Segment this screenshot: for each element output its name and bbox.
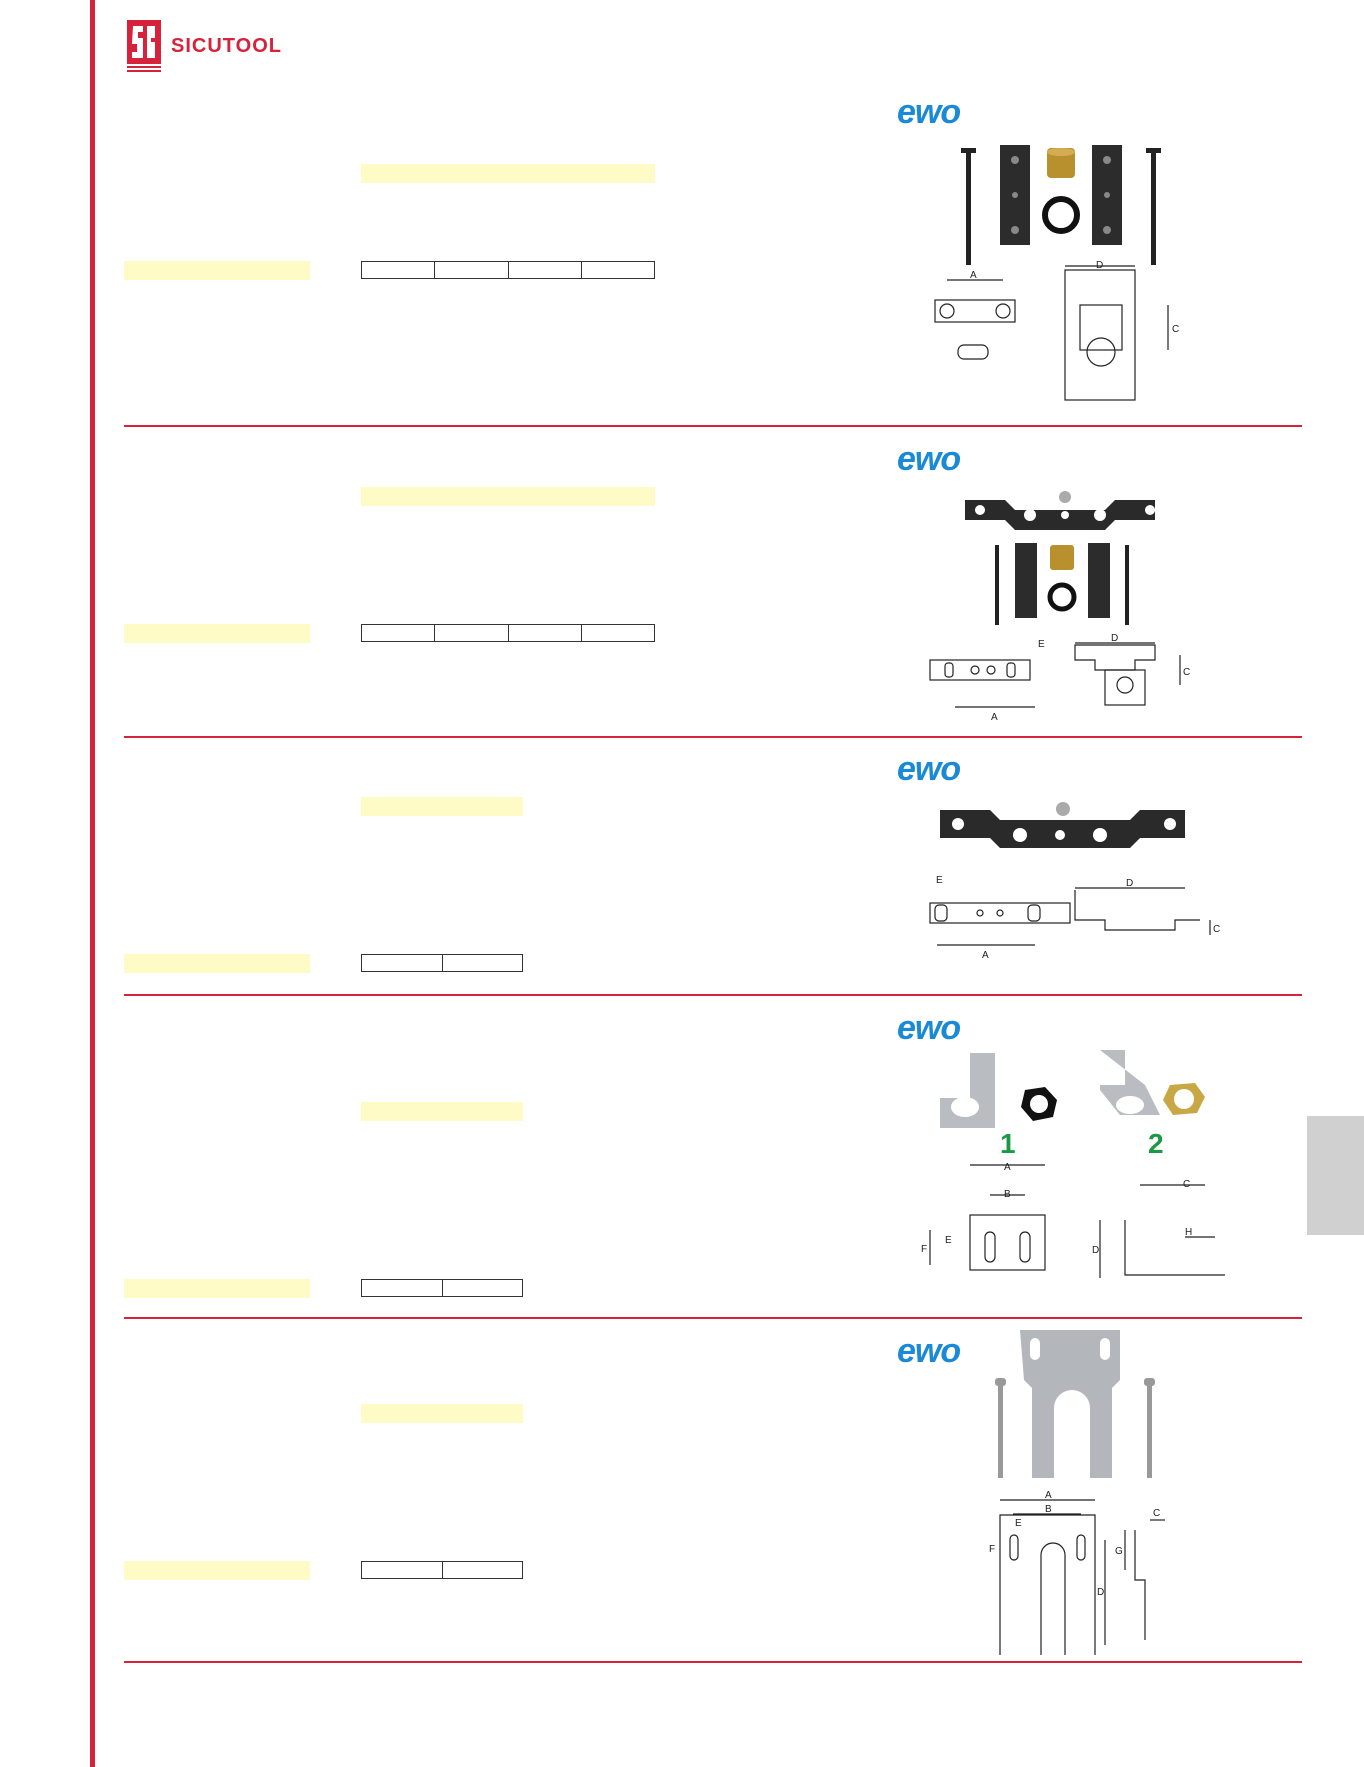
spec-table <box>361 954 523 972</box>
code-highlight <box>124 954 310 973</box>
ewo-logo: ewo <box>897 440 961 478</box>
spec-table <box>360 624 656 642</box>
code-highlight <box>124 1279 310 1298</box>
svg-text:E: E <box>1038 639 1045 650</box>
svg-text:H: H <box>1185 1227 1192 1238</box>
product-image-4 <box>940 1050 1205 1128</box>
product-image-3: A D C E <box>929 802 1220 961</box>
brand-name: SICUTOOL <box>171 34 282 57</box>
product-image-2: A D C E <box>929 491 1190 723</box>
title-highlight <box>361 797 523 816</box>
svg-text:C: C <box>1172 324 1179 335</box>
ewo-logo: ewo <box>897 1009 961 1047</box>
svg-text:A: A <box>991 712 998 723</box>
title-highlight <box>361 487 655 506</box>
spec-table <box>360 261 656 279</box>
ewo-logo: ewo <box>897 93 961 131</box>
svg-text:C: C <box>1183 1179 1190 1190</box>
section-separator <box>124 1661 1302 1663</box>
svg-text:E: E <box>1015 1518 1022 1529</box>
svg-text:D: D <box>1097 1587 1104 1598</box>
title-highlight <box>361 1404 523 1423</box>
title-highlight <box>361 164 655 183</box>
side-tab <box>1307 1116 1364 1235</box>
sicutool-emblem-icon <box>127 20 161 72</box>
svg-text:A: A <box>982 950 989 961</box>
product-image-5 <box>995 1330 1155 1478</box>
ewo-logo: ewo <box>897 750 961 788</box>
svg-text:D: D <box>1111 633 1118 644</box>
title-highlight <box>361 1102 523 1121</box>
ewo-logo: ewo <box>897 1332 961 1370</box>
svg-text:A: A <box>1004 1162 1011 1173</box>
svg-text:E: E <box>936 875 943 886</box>
spec-table <box>361 1279 523 1297</box>
svg-text:E: E <box>945 1235 952 1246</box>
svg-text:D: D <box>1092 1245 1099 1256</box>
code-highlight <box>124 624 310 643</box>
svg-text:B: B <box>1004 1189 1011 1200</box>
svg-text:B: B <box>1045 1504 1052 1515</box>
product-image-1: A D C <box>934 145 1179 401</box>
spec-table <box>361 1561 523 1579</box>
svg-text:D: D <box>1096 260 1103 271</box>
sicutool-logo: SICUTOOL <box>127 20 282 72</box>
code-highlight <box>124 1561 310 1580</box>
svg-text:G: G <box>1115 1546 1123 1557</box>
dimension-drawing-5: A B E F C G D <box>989 1490 1165 1655</box>
svg-text:C: C <box>1213 924 1220 935</box>
code-highlight <box>124 261 310 280</box>
dimension-drawing-4: A B E F C H D <box>921 1162 1225 1278</box>
svg-text:A: A <box>1045 1490 1052 1501</box>
section-separator <box>124 425 1302 427</box>
svg-text:F: F <box>989 1544 995 1555</box>
section-separator <box>124 736 1302 738</box>
svg-text:C: C <box>1153 1508 1160 1519</box>
svg-text:C: C <box>1183 667 1190 678</box>
svg-text:F: F <box>921 1244 927 1255</box>
svg-text:D: D <box>1126 878 1133 889</box>
section-separator <box>124 1317 1302 1319</box>
left-margin-bar <box>90 0 95 1767</box>
section-separator <box>124 994 1302 996</box>
variant-label: 1 <box>1000 1128 1016 1159</box>
variant-label: 2 <box>1148 1128 1164 1159</box>
svg-text:A: A <box>970 270 977 281</box>
